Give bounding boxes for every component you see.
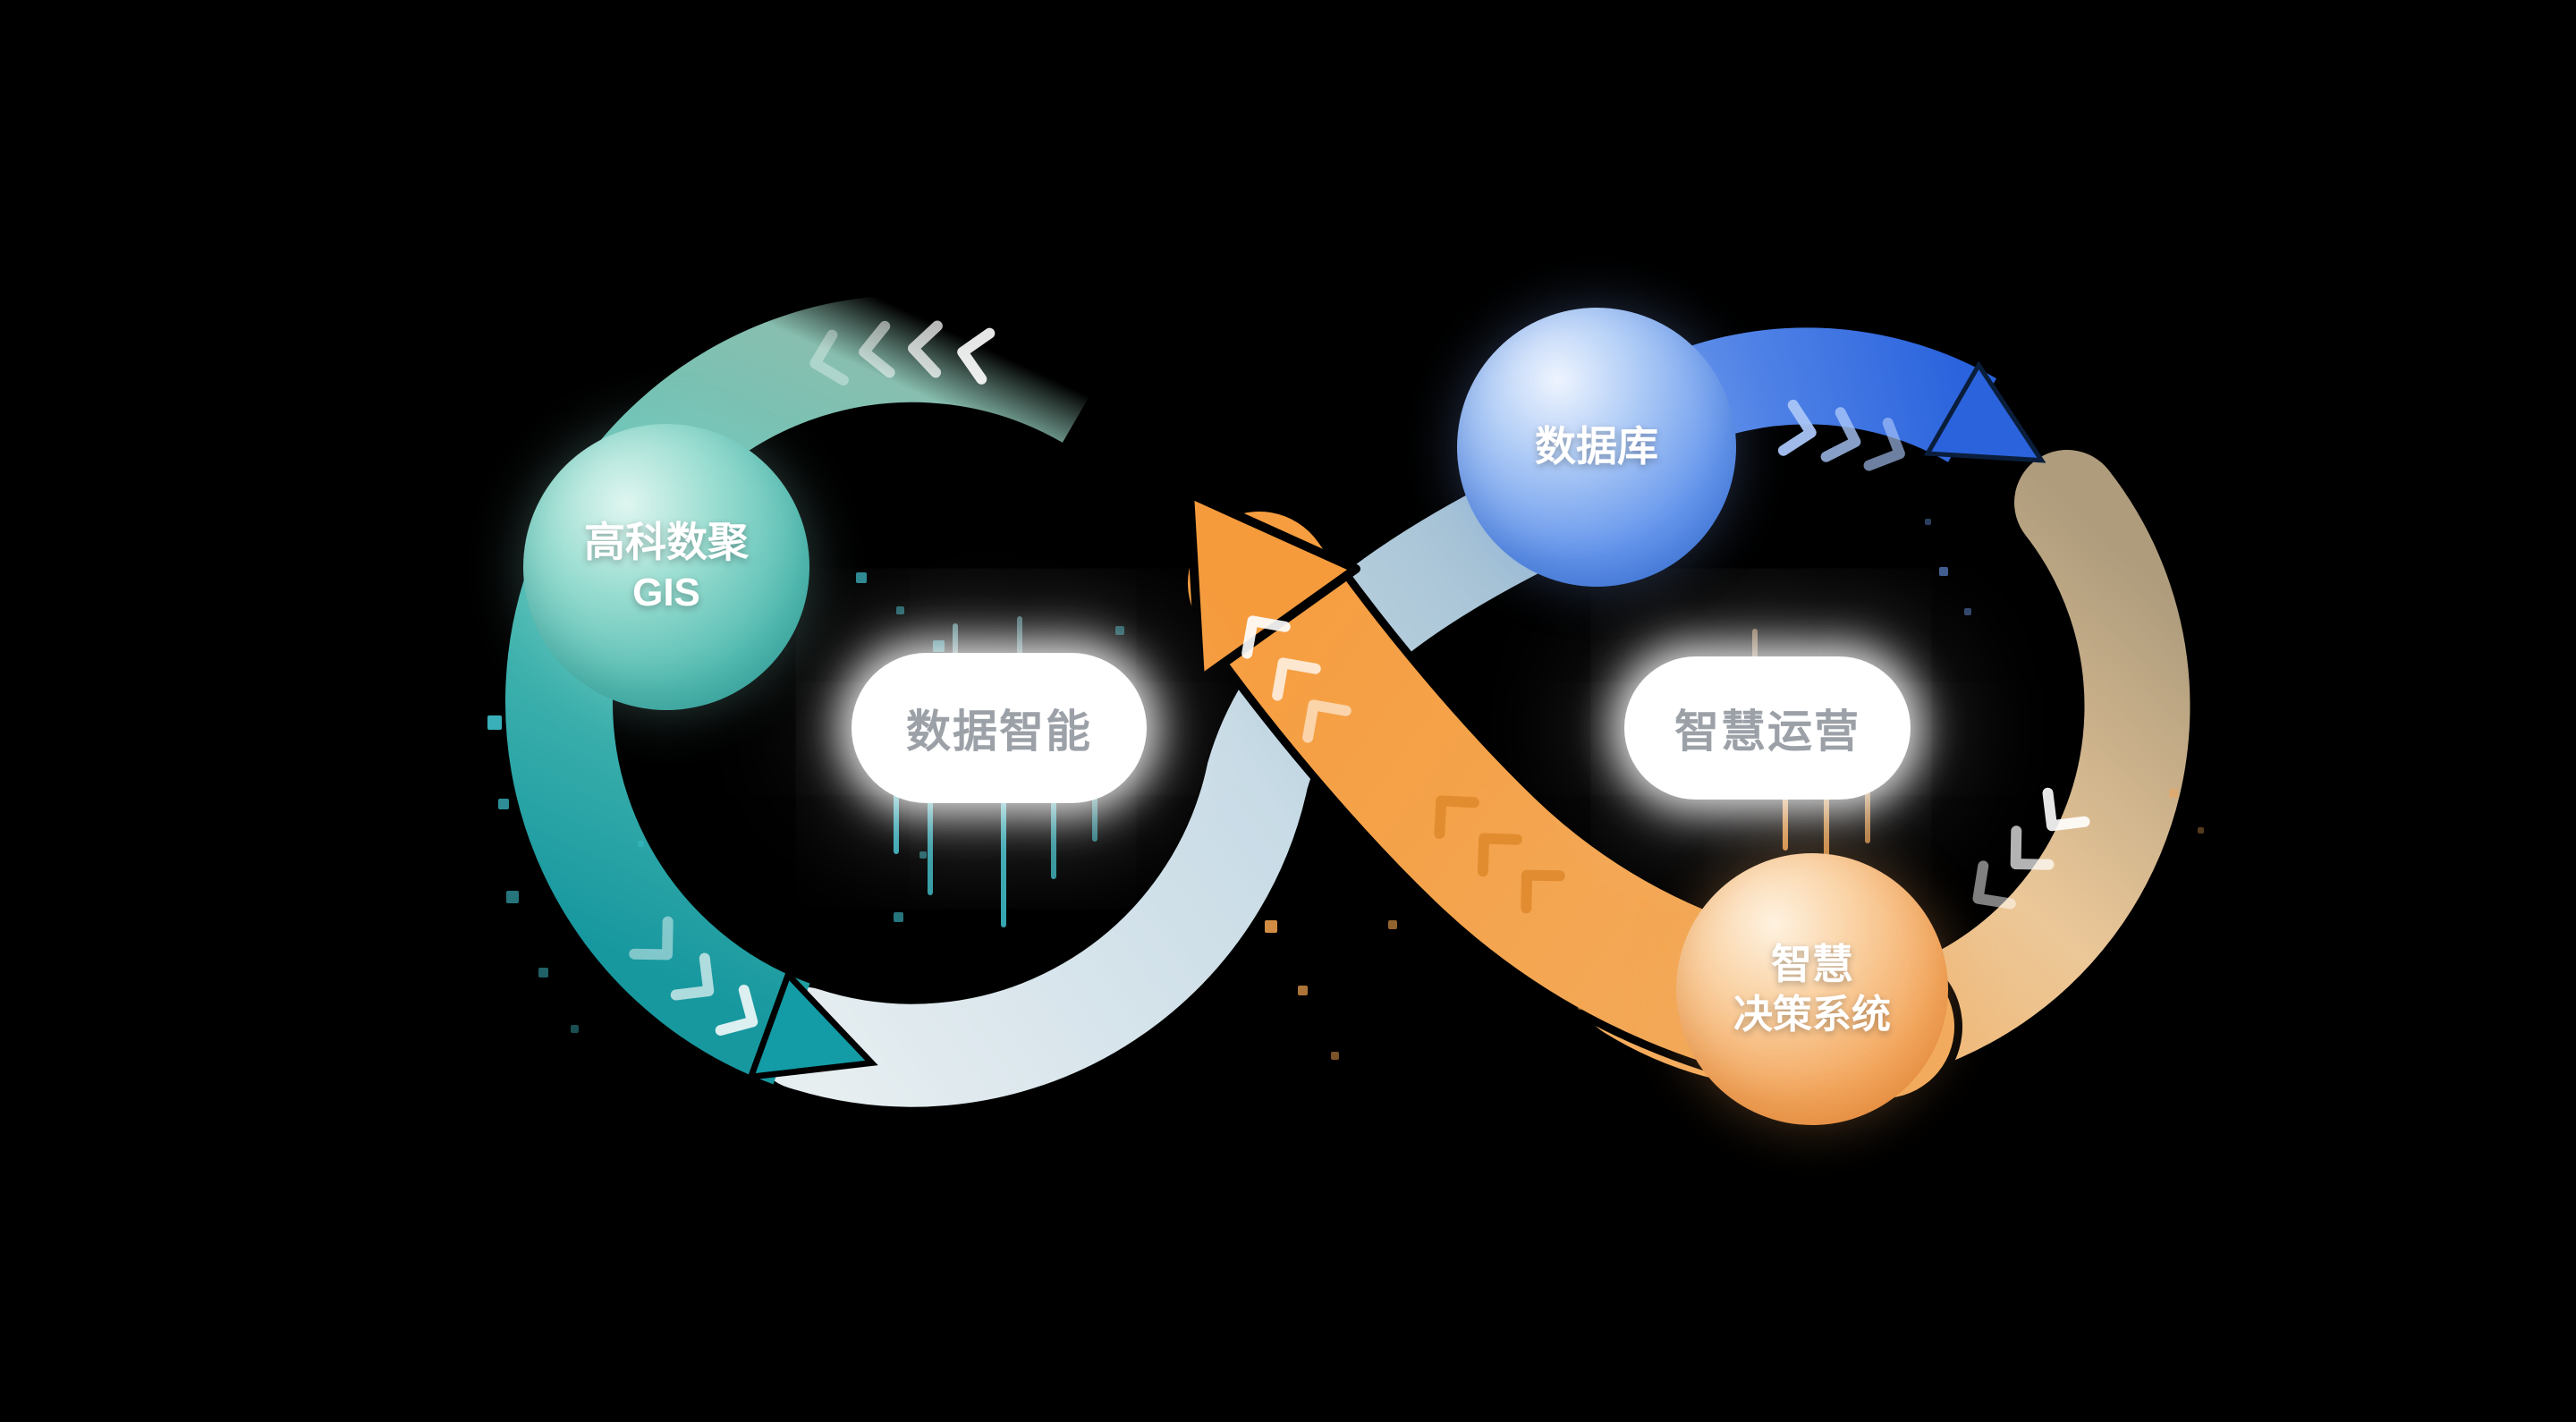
node-decision-label-line1: 智慧 xyxy=(1771,940,1853,987)
node-database-label: 数据库 xyxy=(1535,423,1658,470)
node-gis-sphere: 高科数聚 GIS xyxy=(523,424,809,710)
pill-right-label: 智慧运营 xyxy=(1674,707,1860,757)
node-gis-label-line1: 高科数聚 xyxy=(584,518,749,565)
teal-decor-dots xyxy=(487,572,1124,1033)
blue-decor-dots xyxy=(1925,519,1971,615)
orange-decor-dots xyxy=(1265,789,2204,1071)
node-decision-system-sphere: 智慧 决策系统 xyxy=(1676,853,1948,1125)
pill-left-label: 数据智能 xyxy=(906,707,1092,757)
node-gis-label-line2: GIS xyxy=(632,571,700,615)
label-pill-data-intelligence: 数据智能 xyxy=(852,653,1147,803)
node-database-sphere: 数据库 xyxy=(1457,308,1736,587)
label-pill-smart-operation: 智慧运营 xyxy=(1624,656,1911,800)
node-decision-label-line2: 决策系统 xyxy=(1733,993,1891,1037)
